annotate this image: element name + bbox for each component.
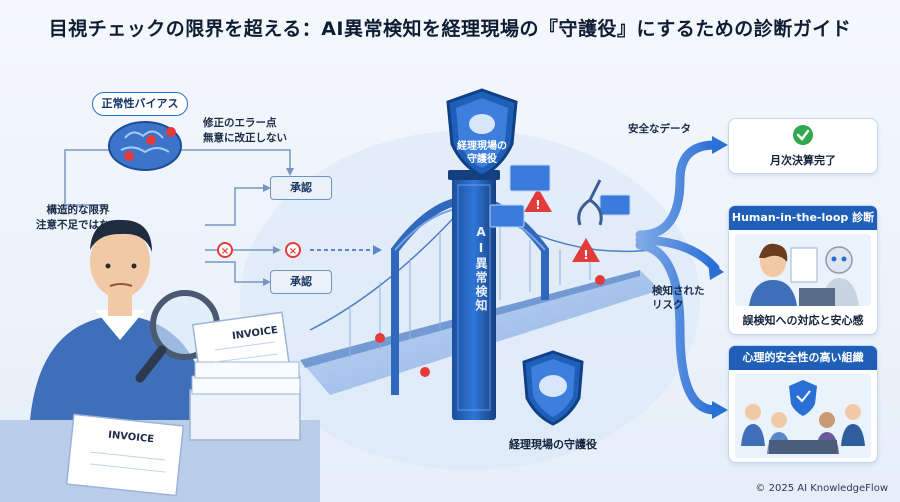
card-closing-complete: 月次決算完了 <box>728 118 878 174</box>
card1-text: 月次決算完了 <box>770 154 836 167</box>
shield-top-text-1: 経理現場の <box>457 141 507 152</box>
card-human-in-the-loop: Human-in-the-loop 診断 誤検知への対応と安心感 <box>728 205 878 335</box>
svg-text:!: ! <box>535 198 540 212</box>
card2-text: 誤検知への対応と安心感 <box>742 314 864 327</box>
rejected-icons: × × <box>217 242 301 258</box>
card-psychological-safety: 心理的安全性の高い組織 <box>728 345 878 463</box>
approve-box-2: 承認 <box>270 270 332 294</box>
approve-box-1: 承認 <box>270 176 332 200</box>
svg-text:!: ! <box>583 248 588 262</box>
detected-risk-2: リスク <box>652 299 684 311</box>
bias-note-2: 無意に改正しない <box>203 132 287 144</box>
card2-title: Human-in-the-loop 診断 <box>729 206 877 230</box>
brain-icon <box>108 121 182 171</box>
shield-bottom-icon <box>522 350 584 426</box>
copyright: © 2025 AI KnowledgeFlow <box>755 483 888 494</box>
tower-label: AI異常検知 <box>474 225 488 313</box>
bias-note-1: 修正のエラー点 <box>203 117 277 129</box>
svg-text:×: × <box>221 246 229 257</box>
safe-data-label: 安全なデータ <box>628 123 691 135</box>
team-illustration <box>735 374 871 458</box>
page-title: 目視チェックの限界を超える：AI異常検知を経理現場の『守護役』にするための診断ガ… <box>48 18 852 40</box>
shield-top-text-2: 守護役 <box>467 154 497 165</box>
bias-label: 正常性バイアス <box>92 92 188 116</box>
card3-title: 心理的安全性の高い組織 <box>729 346 877 370</box>
detected-risk-1: 検知された <box>652 285 705 297</box>
svg-text:×: × <box>289 246 297 257</box>
check-icon <box>793 125 813 145</box>
shield-bottom-caption: 経理現場の守護役 <box>509 438 597 451</box>
accountant-illustration <box>0 219 320 502</box>
human-robot-illustration <box>735 234 871 306</box>
shield-top-icon <box>446 88 518 178</box>
structural-label-1: 構造的な限界 <box>46 204 110 216</box>
